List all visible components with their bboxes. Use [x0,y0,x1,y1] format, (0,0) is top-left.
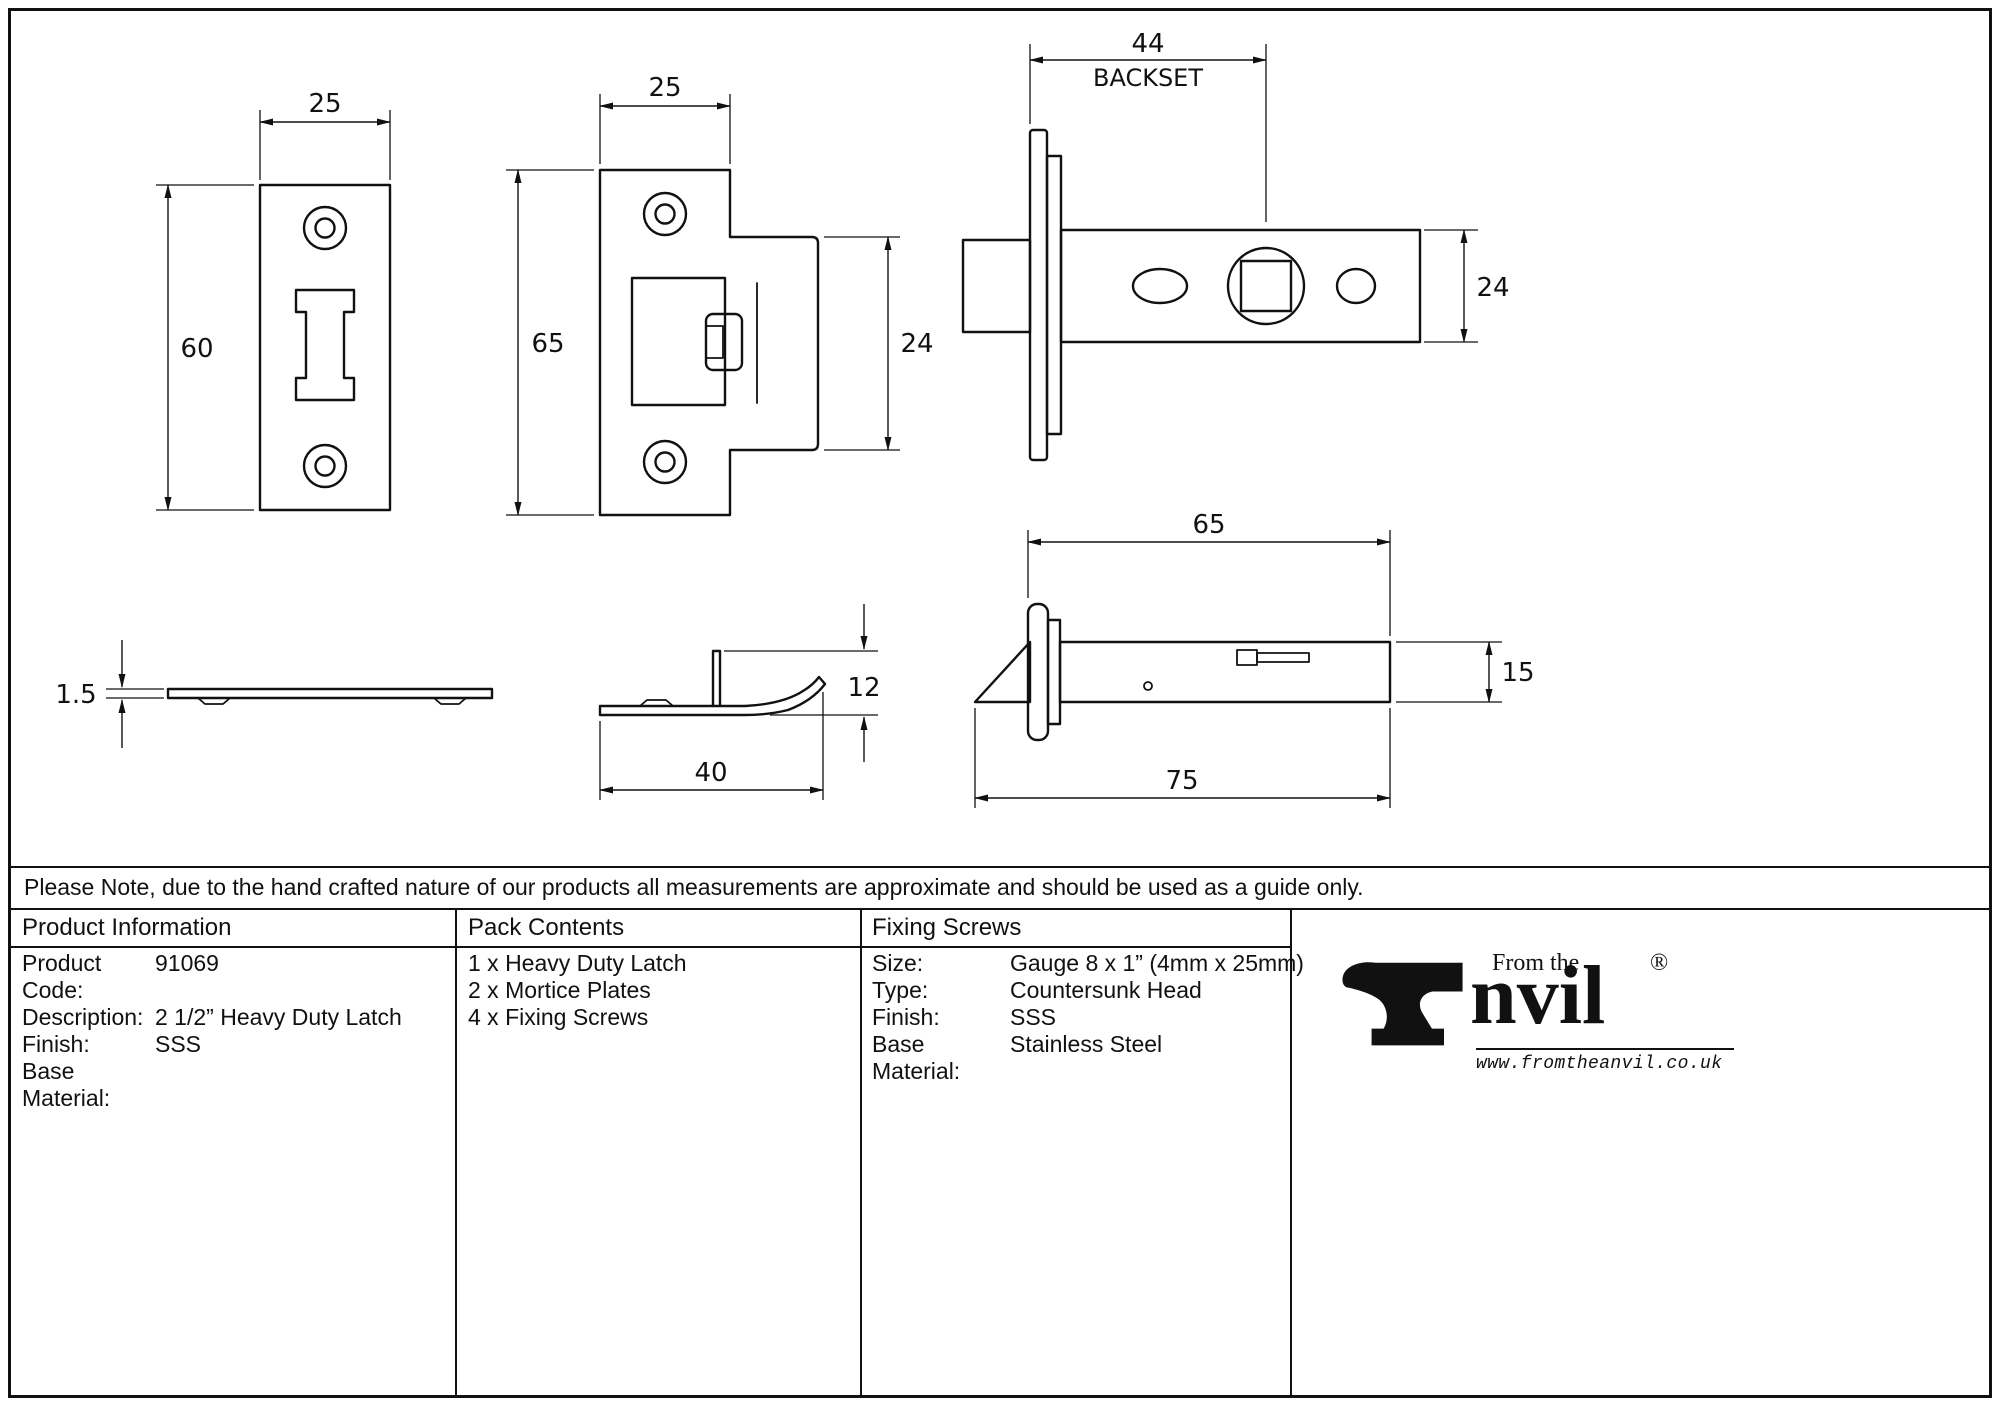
dim-label: 65 [1192,510,1225,540]
dim-label: 44 [1131,29,1164,59]
field-label: Base Material: [22,1058,111,1111]
keep-lip-inner [705,325,724,359]
list-item: 2 x Mortice Plates [468,977,651,1003]
spindle-square-hole [1239,259,1293,313]
field-value: 2 1/2” Heavy Duty Latch [155,1004,402,1030]
latch-aperture [294,288,356,402]
field-label: Description: [22,1004,144,1030]
dim-label: 25 [648,73,681,103]
fixing-screws-cell: Size: Gauge 8 x 1” (4mm x 25mm) Type: Coun… [872,950,1304,1085]
table-row: Size: Gauge 8 x 1” (4mm x 25mm) [872,950,1304,977]
latch-bolt-wedge [973,640,1032,704]
screw-hole-inner [314,455,336,477]
backing-plate [1045,154,1063,436]
table-row: Finish: SSS [872,1004,1304,1031]
dim-label: 65 [531,329,564,359]
field-value: 91069 [155,950,219,976]
header-fixing-screws: Fixing Screws [872,914,1022,941]
field-label: Product Code: [22,950,102,1003]
drawing-faceplate-front: 25 60 [156,89,392,512]
dim-label: 75 [1165,766,1198,796]
dim-label: 15 [1501,658,1534,688]
logo-website: www.fromtheanvil.co.uk [1476,1048,1734,1074]
forend-plate [1028,128,1049,462]
table-row: Description: 2 1/2” Heavy Duty Latch [22,1004,402,1031]
dim-label: 40 [694,758,727,788]
field-label: Type: [872,977,929,1003]
latch-case-top [1058,640,1392,704]
screw-hole-inner [654,451,676,473]
anvil-icon [1342,962,1463,1046]
drawing-latch-top: 65 15 75 [973,510,1535,808]
latch-case [1059,228,1422,344]
screw-hole-inner [654,203,676,225]
countersink-mark [433,697,467,705]
registered-mark-icon: ® [1650,950,1669,976]
dim-label: 25 [308,89,341,119]
field-value: Countersunk Head [1010,977,1202,1003]
header-product-information: Product Information [22,914,232,941]
table-row: Base Material: Stainless Steel [872,1031,1304,1085]
divider [8,866,1992,868]
latch-bolt [961,238,1032,334]
dim-label: 24 [1476,273,1509,303]
snib-slot [1256,652,1310,663]
keep-aperture [630,276,727,407]
field-label: Base Material: [872,1031,961,1084]
spindle-hub [1226,246,1306,326]
screw-hole [302,443,348,489]
divider [455,908,457,1398]
backing-plate-top [1046,618,1062,726]
screw-hole-inner [314,217,336,239]
table-row: Type: Countersunk Head [872,977,1304,1004]
striker-outline [598,168,820,517]
divider [1290,908,1292,1398]
logo-brand-text: nvil [1470,949,1606,1042]
product-information-cell: Product Code: 91069 Description: 2 1/2” He… [22,950,402,1112]
screw-hole [302,205,348,251]
drawing-faceplate-side: 1.5 [55,640,494,748]
field-value: Stainless Steel [1010,1031,1163,1057]
countersink-mark [639,699,674,707]
list-item: 4 x Fixing Screws [468,1004,649,1030]
dimple [1143,681,1153,691]
drawing-striker-front: 25 65 24 [506,73,934,517]
dim-label: 60 [180,334,213,364]
table-row: Product Code: 91069 [22,950,402,1004]
striker-edge [598,675,827,717]
dim-label: 12 [847,673,880,703]
field-value: SSS [155,1031,202,1057]
header-pack-contents: Pack Contents [468,914,625,941]
dim-label-backset: BACKSET [1093,64,1203,92]
countersink-mark [197,697,231,705]
table-row: Finish: SSS [22,1031,402,1058]
field-label: Finish: [22,1031,90,1057]
list-item: 1 x Heavy Duty Latch [468,950,687,976]
screw-hole [642,439,688,485]
rear-slot-hole [1335,267,1377,305]
logo-prefix: From the [1492,950,1580,976]
keep-tab [711,649,722,708]
field-label: Size: [872,950,924,976]
faceplate-edge [166,687,494,700]
divider [8,946,1290,948]
dim-label: 24 [900,329,933,359]
field-value: Gauge 8 x 1” (4mm x 25mm) [1010,950,1304,976]
brand-logo: From the nvil ® www.fromtheanvil.co.uk [1340,948,1820,1093]
screw-hole [642,191,688,237]
drawing-latch-side: 44 BACKSET 24 [961,29,1510,462]
dim-label: 1.5 [55,680,96,710]
measurement-note: Please Note, due to the hand crafted nat… [24,874,1364,900]
pack-contents-cell: 1 x Heavy Duty Latch 2 x Mortice Plates … [468,950,687,1031]
table-row: Base Material: [22,1058,402,1112]
field-label: Finish: [872,1004,940,1030]
snib-block [1236,649,1258,666]
faceplate-outline [258,183,392,512]
field-value: SSS [1010,1004,1057,1030]
divider [860,908,862,1398]
divider [8,908,1992,910]
drawing-striker-side: 12 40 [598,604,881,800]
slot-hole [1131,267,1189,305]
